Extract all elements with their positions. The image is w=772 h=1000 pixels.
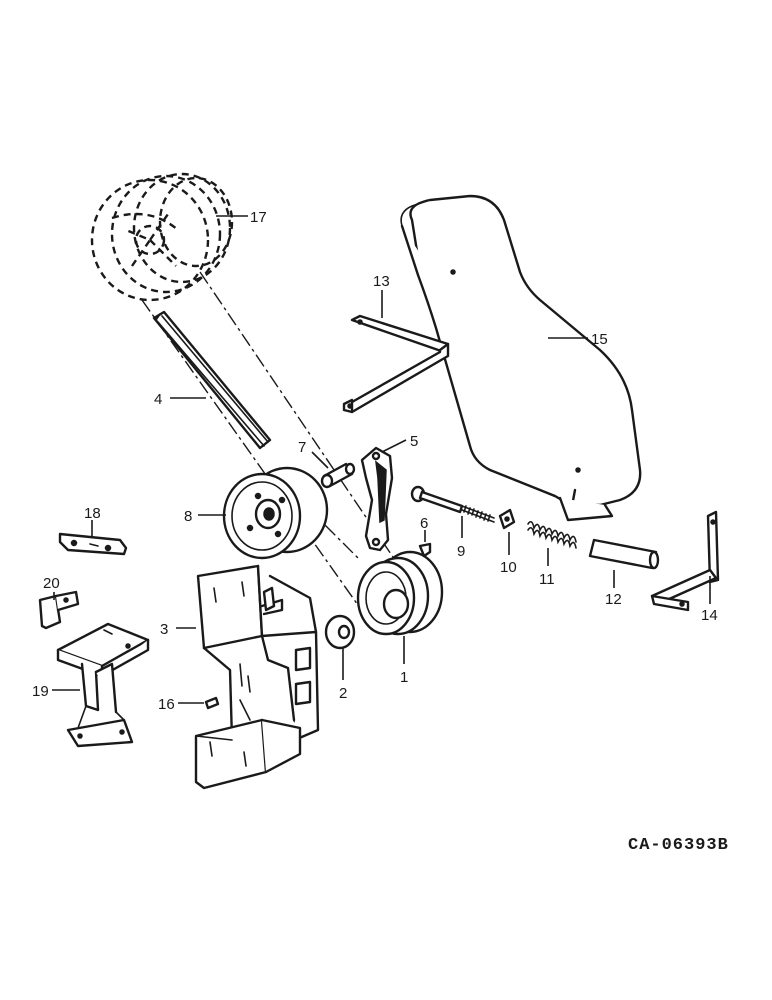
part-14-lower-brace: [650, 510, 720, 612]
part-3-main-bracket: [194, 564, 320, 790]
drive-belt-path: [141, 271, 396, 616]
callout-3: 3: [160, 621, 168, 638]
part-17-engine-pulley: [90, 172, 234, 302]
leader-lines: [52, 215, 711, 704]
part-10-spacer: [498, 508, 516, 530]
part-6-nut: [418, 542, 432, 558]
callout-14: 14: [701, 607, 718, 624]
part-2-washer: [324, 614, 356, 650]
part-15-belt-guard: [400, 194, 642, 522]
part-8-idler-pulley: [222, 466, 329, 560]
part-9-eyebolt: [410, 485, 495, 523]
callout-10: 10: [500, 559, 517, 576]
part-18-shim: [58, 532, 128, 556]
part-1-drive-pulley: [356, 550, 444, 636]
part-5-idler-arm: [360, 446, 394, 552]
callout-16: 16: [158, 696, 175, 713]
callout-11: 11: [539, 571, 555, 588]
part-12-tube: [588, 538, 660, 570]
callout-4: 4: [154, 391, 162, 408]
callout-19: 19: [32, 683, 49, 700]
callout-2: 2: [339, 685, 347, 702]
part-7-bushing: [320, 462, 356, 489]
callout-18: 18: [84, 505, 101, 522]
callout-15: 15: [591, 331, 608, 348]
callout-6: 6: [420, 515, 428, 532]
part-13-upper-brace: [342, 314, 450, 414]
part-16-pin: [204, 696, 220, 710]
part-4-belt: [152, 310, 272, 450]
callout-5: 5: [410, 433, 418, 450]
callout-20: 20: [43, 575, 60, 592]
callout-8: 8: [184, 508, 192, 525]
callout-7: 7: [298, 439, 306, 456]
drawing-code: CA-06393B: [628, 836, 729, 855]
callout-17: 17: [250, 209, 267, 226]
callout-labels: 1 2 3 4 5 6 7 8 9 10 11 12 13 14 15 16 1…: [32, 209, 718, 713]
callout-13: 13: [373, 273, 390, 290]
part-11-spring: [527, 520, 577, 549]
callout-9: 9: [457, 543, 465, 560]
part-19-bracket: [56, 622, 150, 748]
callout-1: 1: [400, 669, 408, 686]
part-20-clip: [38, 590, 80, 630]
callout-12: 12: [605, 591, 622, 608]
